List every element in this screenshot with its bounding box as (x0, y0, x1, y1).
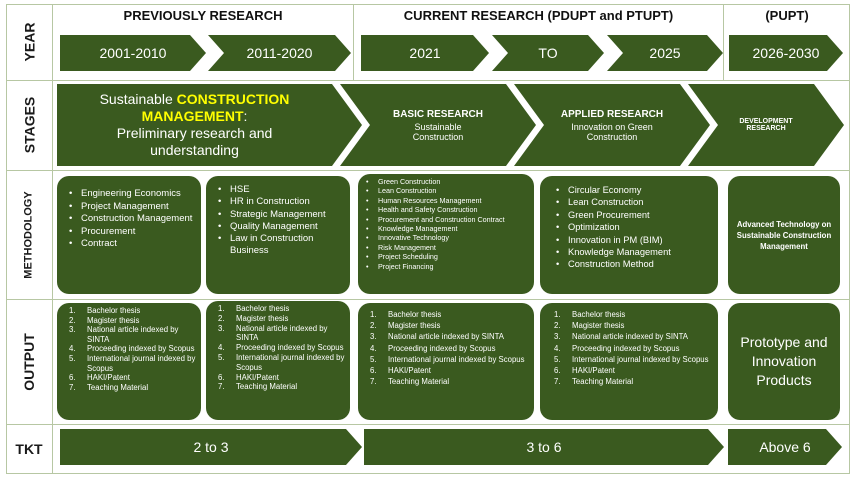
list-item: Procurement and Construction Contract (362, 215, 530, 225)
list-item: HR in Construction (214, 196, 344, 209)
stage-applied-research: APPLIED RESEARCH Innovation on Green Con… (514, 84, 710, 166)
list-item: Optimization (552, 221, 712, 234)
list-item: Bachelor thesis (63, 306, 197, 316)
list-item: Proceeding indexed by Scopus (63, 344, 197, 354)
year-chevron-2025: 2025 (607, 35, 723, 71)
list-item: HAKI/Patent (63, 373, 197, 383)
list-item: HAKI/Patent (364, 365, 530, 376)
year-chevron-to: TO (492, 35, 604, 71)
year-chevron-2021: 2021 (361, 35, 489, 71)
list-item: Procurement (65, 226, 195, 239)
list-item: Project Management (65, 201, 195, 214)
tkt-chevron-3-to-6: 3 to 6 (364, 429, 724, 465)
column-divider-2 (723, 4, 724, 80)
list-item: Risk Management (362, 243, 530, 253)
list-item: Green Construction (362, 177, 530, 187)
output-box-4: Bachelor thesis Magister thesis National… (540, 303, 718, 420)
row-label-tkt: TKT (15, 441, 43, 457)
list-item: Project Financing (362, 262, 530, 272)
list-item: Quality Management (214, 221, 344, 234)
list-item: Project Scheduling (362, 252, 530, 262)
list-item: Teaching Material (63, 383, 197, 393)
column-divider-1 (353, 4, 354, 80)
list-item: Proceeding indexed by Scopus (548, 343, 714, 354)
list-item: Bachelor thesis (548, 309, 714, 320)
column-header-current: CURRENT RESEARCH (PDUPT and PTUPT) (403, 8, 674, 23)
list-item: Teaching Material (364, 376, 530, 387)
row-divider-output (6, 424, 850, 425)
list-item: Magister thesis (212, 314, 346, 324)
list-item: Magister thesis (548, 320, 714, 331)
methodology-box-3: Green Construction Lean Construction Hum… (358, 174, 534, 294)
methodology-box-2: HSE HR in Construction Strategic Managem… (206, 176, 350, 294)
stage-preliminary: Sustainable CONSTRUCTION MANAGEMENT: Pre… (57, 84, 362, 166)
list-item: Engineering Economics (65, 188, 195, 201)
list-item: Knowledge Management (552, 246, 712, 259)
list-item: Green Procurement (552, 209, 712, 222)
row-label-methodology: METHODOLOGY (23, 190, 36, 279)
row-divider-stages (6, 170, 850, 171)
list-item: National article indexed by SINTA (548, 331, 714, 342)
year-chevron-2001-2010: 2001-2010 (60, 35, 206, 71)
row-divider-methodology (6, 299, 850, 300)
row-label-output: OUTPUT (21, 332, 37, 391)
list-item: National article indexed by SINTA (364, 331, 530, 342)
tkt-chevron-above-6: Above 6 (728, 429, 842, 465)
list-item: Human Resources Management (362, 196, 530, 206)
tkt-chevron-2-to-3: 2 to 3 (60, 429, 362, 465)
column-header-future: (PUPT) (765, 8, 809, 23)
list-item: Contract (65, 238, 195, 251)
list-item: Teaching Material (548, 376, 714, 387)
list-item: Law in Construction Business (214, 233, 344, 258)
list-item: Circular Economy (552, 184, 712, 197)
list-item: International journal indexed by Scopus (364, 354, 530, 365)
list-item: Proceeding indexed by Scopus (212, 343, 346, 353)
list-item: Proceeding indexed by Scopus (364, 343, 530, 354)
list-item: International journal indexed by Scopus (63, 354, 197, 373)
output-box-1: Bachelor thesis Magister thesis National… (57, 303, 201, 420)
list-item: International journal indexed by Scopus (548, 354, 714, 365)
row-label-year: YEAR (21, 22, 37, 62)
output-box-3: Bachelor thesis Magister thesis National… (358, 303, 534, 420)
list-item: Magister thesis (364, 320, 530, 331)
methodology-box-1: Engineering Economics Project Management… (57, 176, 201, 294)
list-item: Bachelor thesis (364, 309, 530, 320)
list-item: Health and Safety Construction (362, 205, 530, 215)
column-header-previous: PREVIOUSLY RESEARCH (123, 8, 283, 23)
list-item: Magister thesis (63, 316, 197, 326)
diagram-frame (6, 4, 850, 474)
output-box-2: Bachelor thesis Magister thesis National… (206, 301, 350, 420)
output-box-5: Prototype and Innovation Products (728, 303, 840, 420)
list-item: National article indexed by SINTA (63, 325, 197, 344)
list-item: National article indexed by SINTA (212, 324, 346, 344)
stage-basic-research: BASIC RESEARCH Sustainable Construction (340, 84, 536, 166)
list-item: Innovative Technology (362, 233, 530, 243)
list-item: Bachelor thesis (212, 304, 346, 314)
row-label-stages: STAGES (21, 96, 37, 154)
list-item: Knowledge Management (362, 224, 530, 234)
year-chevron-2011-2020: 2011-2020 (208, 35, 351, 71)
list-item: Innovation in PM (BIM) (552, 234, 712, 247)
row-label-divider (52, 4, 53, 474)
list-item: Construction Method (552, 258, 712, 271)
list-item: Lean Construction (552, 196, 712, 209)
list-item: HAKI/Patent (212, 373, 346, 383)
methodology-box-5: Advanced Technology on Sustainable Const… (728, 176, 840, 294)
list-item: HSE (214, 184, 344, 197)
list-item: HAKI/Patent (548, 365, 714, 376)
list-item: International journal indexed by Scopus (212, 353, 346, 373)
methodology-box-4: Circular Economy Lean Construction Green… (540, 176, 718, 294)
list-item: Construction Management (65, 213, 195, 226)
list-item: Teaching Material (212, 382, 346, 392)
row-divider-year (6, 80, 850, 81)
list-item: Strategic Management (214, 209, 344, 222)
list-item: Lean Construction (362, 186, 530, 196)
year-chevron-2026-2030: 2026-2030 (729, 35, 843, 71)
